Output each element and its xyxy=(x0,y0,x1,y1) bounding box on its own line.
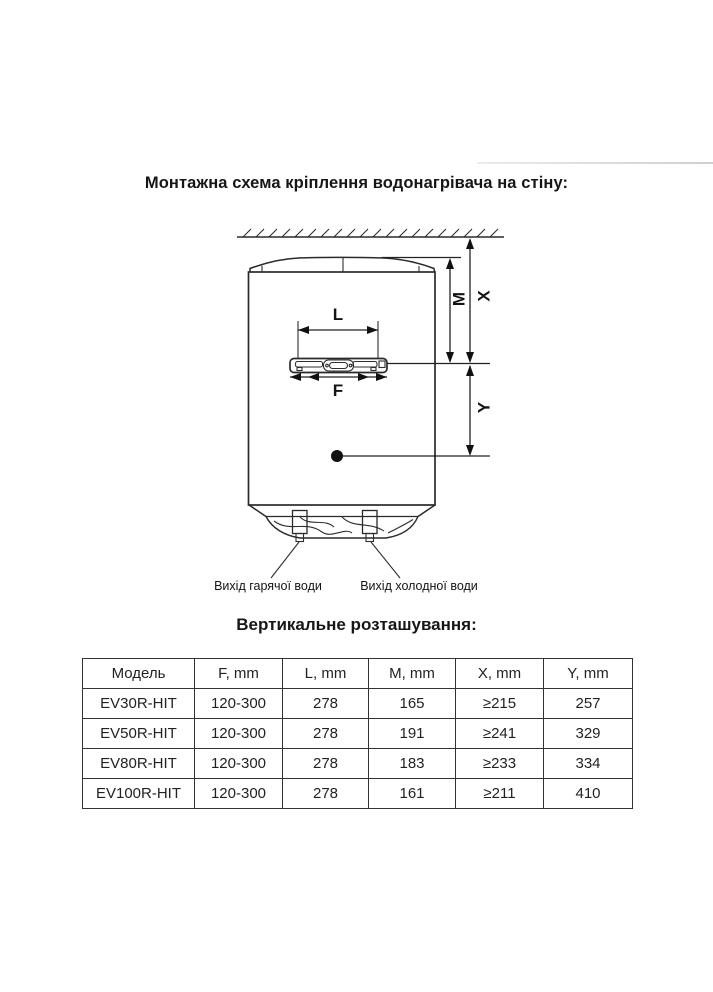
cell-y: 257 xyxy=(543,688,633,719)
dim-label-L: L xyxy=(333,305,343,324)
top-divider xyxy=(477,162,713,164)
bottom-cover xyxy=(248,504,436,539)
cell-f: 120-300 xyxy=(194,778,283,809)
cell-y: 329 xyxy=(543,718,633,749)
cell-f: 120-300 xyxy=(194,688,283,719)
anchor-dot xyxy=(331,450,490,462)
cell-x: ≥211 xyxy=(455,778,544,809)
cell-f: 120-300 xyxy=(194,718,283,749)
hot-water-pipe xyxy=(291,509,308,543)
cell-x: ≥241 xyxy=(455,718,544,749)
cell-f: 120-300 xyxy=(194,748,283,779)
cell-l: 278 xyxy=(282,718,369,749)
ceiling-hatch xyxy=(237,228,504,238)
dim-label-Y: Y xyxy=(475,401,494,413)
dimension-F: F xyxy=(290,373,387,400)
dim-label-X: X xyxy=(475,290,494,302)
section-title: Вертикальне розташування: xyxy=(236,615,477,634)
cell-l: 278 xyxy=(282,688,369,719)
table-row: EV100R-HIT 120-300 278 161 ≥211 410 xyxy=(82,778,633,809)
dimension-X: X xyxy=(466,238,494,363)
header-y: Y, mm xyxy=(543,658,633,689)
cell-l: 278 xyxy=(282,748,369,779)
table-header-row: Модель F, mm L, mm M, mm X, mm Y, mm xyxy=(82,658,633,689)
heater-body xyxy=(247,256,436,506)
cell-m: 191 xyxy=(368,718,456,749)
cell-x: ≥233 xyxy=(455,748,544,779)
dimension-Y: Y xyxy=(466,365,494,456)
page-title: Монтажна схема кріплення водонагрівача н… xyxy=(144,174,569,192)
header-f: F, mm xyxy=(194,658,283,689)
dim-label-F: F xyxy=(333,381,343,400)
table-row: EV80R-HIT 120-300 278 183 ≥233 334 xyxy=(82,748,633,779)
mounting-bracket xyxy=(289,357,388,374)
cell-m: 161 xyxy=(368,778,456,809)
hot-outlet-label: Вихід гарячої води xyxy=(214,579,322,593)
cold-water-leader xyxy=(370,541,401,579)
cell-x: ≥215 xyxy=(455,688,544,719)
cell-model: EV100R-HIT xyxy=(82,778,195,809)
cold-water-pipe xyxy=(361,509,378,543)
dimensions-table: Модель F, mm L, mm M, mm X, mm Y, mm EV3… xyxy=(82,658,633,809)
header-l: L, mm xyxy=(282,658,369,689)
heater-dome xyxy=(249,256,436,273)
cell-m: 165 xyxy=(368,688,456,719)
cell-model: EV80R-HIT xyxy=(82,748,195,779)
cell-m: 183 xyxy=(368,748,456,779)
header-m: M, mm xyxy=(368,658,456,689)
cell-model: EV30R-HIT xyxy=(82,688,195,719)
mounting-diagram: L F M xyxy=(214,228,504,593)
dim-label-M: M xyxy=(450,292,469,306)
dimension-M: M xyxy=(382,256,469,363)
table-row: EV30R-HIT 120-300 278 165 ≥215 257 xyxy=(82,688,633,719)
cold-outlet-label: Вихід холодної води xyxy=(360,579,478,593)
hot-water-leader xyxy=(270,541,300,579)
table-row: EV50R-HIT 120-300 278 191 ≥241 329 xyxy=(82,718,633,749)
header-x: X, mm xyxy=(455,658,544,689)
header-model: Модель xyxy=(82,658,195,689)
dimension-L: L xyxy=(297,305,379,359)
cell-model: EV50R-HIT xyxy=(82,718,195,749)
cell-l: 278 xyxy=(282,778,369,809)
cell-y: 334 xyxy=(543,748,633,779)
cell-y: 410 xyxy=(543,778,633,809)
